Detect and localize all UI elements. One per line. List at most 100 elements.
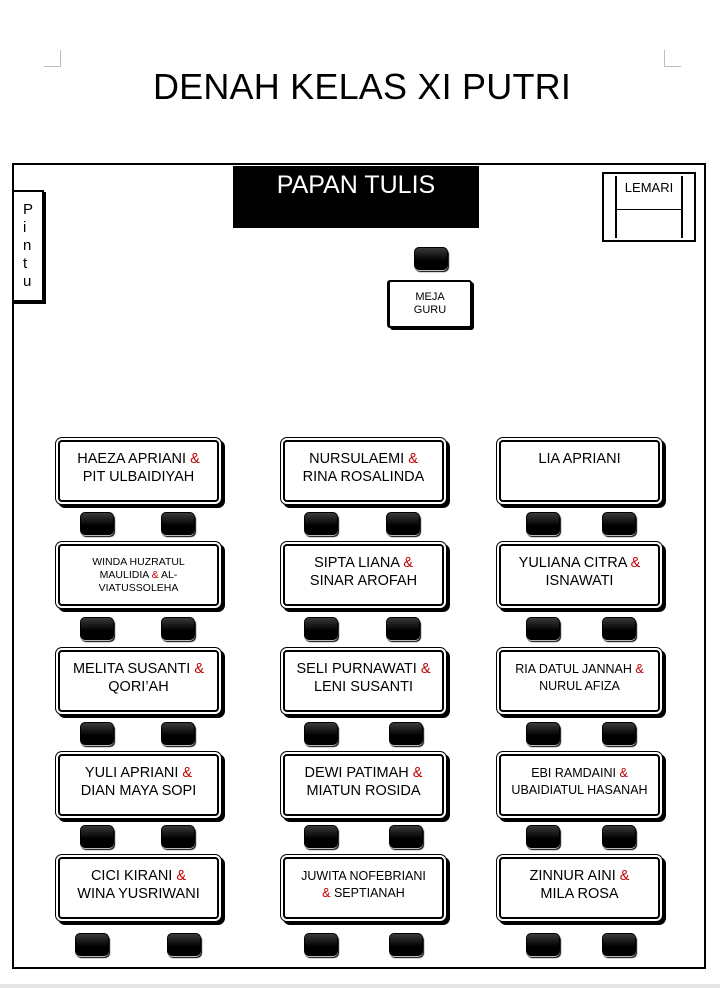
student-name-line: WINA YUSRIWANI: [77, 886, 200, 902]
student-name-line: VIATUSSOLEHA: [98, 582, 179, 594]
student-name-line: WINDA HUZRATUL: [92, 556, 185, 568]
student-chair: [167, 933, 201, 956]
student-desk: YULIANA CITRA &ISNAWATI: [499, 544, 660, 606]
student-names: EBI RAMDAINI &UBAIDIATUL HASANAH: [505, 765, 654, 799]
student-name-line: MELITA SUSANTI &: [72, 661, 205, 677]
student-chair: [602, 933, 636, 956]
door-label-letter: n: [22, 237, 32, 254]
student-chair: [602, 512, 636, 535]
cupboard-frame: [615, 176, 683, 238]
ampersand: &: [194, 661, 205, 677]
student-name-line: & SEPTIANAH: [322, 886, 405, 900]
student-chair: [304, 933, 338, 956]
student-chair: [304, 722, 338, 745]
student-name-line: YULIANA CITRA &: [518, 555, 641, 571]
student-name-line: RINA ROSALINDA: [302, 469, 425, 485]
student-name-line: QORI’AH: [108, 679, 169, 695]
student-chair: [80, 512, 114, 535]
page-corner-mark-left: [44, 50, 61, 67]
student-name-line: DIAN MAYA SOPI: [80, 783, 197, 799]
student-name-line: JUWITA NOFEBRIANI: [301, 869, 426, 883]
student-name-line: MIATUN ROSIDA: [306, 783, 421, 799]
student-desk: RIA DATUL JANNAH & NURUL AFIZA: [499, 650, 660, 712]
page-edge: [0, 984, 720, 988]
teacher-desk-label-line-1: MEJA: [415, 291, 445, 303]
student-chair: [386, 512, 420, 535]
student-chair: [161, 825, 195, 848]
ampersand: &: [420, 661, 431, 677]
page-corner-mark-right: [664, 50, 681, 67]
student-chair: [80, 617, 114, 640]
student-chair: [526, 617, 560, 640]
student-chair: [526, 512, 560, 535]
student-name-line: LENI SUSANTI: [313, 679, 414, 695]
student-names: YULI APRIANI &DIAN MAYA SOPI: [64, 764, 213, 800]
student-name-line: MAULIDIA & AL-: [99, 569, 178, 581]
student-name-line: DEWI PATIMAH &: [304, 765, 423, 781]
student-desk: LIA APRIANI: [499, 440, 660, 502]
student-chair: [304, 617, 338, 640]
student-chair: [389, 722, 423, 745]
student-chair: [304, 825, 338, 848]
student-desk: YULI APRIANI &DIAN MAYA SOPI: [58, 754, 219, 816]
student-name-line: SINAR AROFAH: [309, 573, 418, 589]
student-name-line: NURUL AFIZA: [539, 679, 620, 693]
student-name-line: MILA ROSA: [540, 886, 619, 902]
student-name-line: RIA DATUL JANNAH &: [515, 662, 644, 676]
student-chair: [75, 933, 109, 956]
ampersand: &: [182, 765, 193, 781]
student-names: JUWITA NOFEBRIANI & SEPTIANAH: [289, 868, 438, 902]
student-chair: [602, 617, 636, 640]
student-names: HAEZA APRIANI &PIT ULBAIDIYAH: [64, 450, 213, 486]
teacher-desk-label-line-2: GURU: [413, 304, 447, 316]
student-desk: SIPTA LIANA & SINAR AROFAH: [283, 544, 444, 606]
ampersand: &: [176, 868, 187, 884]
student-names: DEWI PATIMAH & MIATUN ROSIDA: [289, 764, 438, 800]
student-name-line: SIPTA LIANA &: [314, 555, 413, 571]
student-desk: JUWITA NOFEBRIANI & SEPTIANAH: [283, 857, 444, 919]
ampersand: &: [322, 886, 331, 900]
classroom-outline: [12, 163, 706, 969]
student-chair: [526, 825, 560, 848]
student-desk: SELI PURNAWATI &LENI SUSANTI: [283, 650, 444, 712]
student-chair: [80, 722, 114, 745]
student-names: ZINNUR AINI & MILA ROSA: [505, 867, 654, 903]
student-name-line: NURSULAEMI &: [309, 451, 418, 467]
door-label-letter: i: [22, 219, 27, 236]
teacher-desk: MEJA GURU: [388, 280, 472, 328]
student-chair: [526, 933, 560, 956]
ampersand: &: [403, 555, 413, 571]
student-chair: [161, 722, 195, 745]
student-desk: NURSULAEMI & RINA ROSALINDA: [283, 440, 444, 502]
student-name-line: EBI RAMDAINI &: [531, 766, 628, 780]
student-names: CICI KIRANI &WINA YUSRIWANI: [64, 867, 213, 903]
student-desk: CICI KIRANI &WINA YUSRIWANI: [58, 857, 219, 919]
student-names: NURSULAEMI & RINA ROSALINDA: [289, 450, 438, 486]
ampersand: &: [190, 451, 200, 467]
student-chair: [386, 617, 420, 640]
student-chair: [602, 722, 636, 745]
student-chair: [161, 512, 195, 535]
door-label-letter: P: [22, 201, 33, 218]
student-desk: HAEZA APRIANI &PIT ULBAIDIYAH: [58, 440, 219, 502]
ampersand: &: [408, 451, 418, 467]
student-names: MELITA SUSANTI & QORI’AH: [64, 660, 213, 696]
ampersand: &: [635, 662, 644, 676]
student-names: SIPTA LIANA & SINAR AROFAH: [289, 554, 438, 590]
student-chair: [526, 722, 560, 745]
student-name-line: LIA APRIANI: [538, 451, 621, 467]
student-chair: [304, 512, 338, 535]
student-desk: EBI RAMDAINI &UBAIDIATUL HASANAH: [499, 754, 660, 816]
student-chair: [80, 825, 114, 848]
student-desk: DEWI PATIMAH & MIATUN ROSIDA: [283, 754, 444, 816]
student-name-line: ZINNUR AINI &: [529, 868, 630, 884]
student-chair: [602, 825, 636, 848]
student-name-line: PIT ULBAIDIYAH: [82, 469, 195, 485]
student-names: SELI PURNAWATI &LENI SUSANTI: [289, 660, 438, 696]
teacher-chair: [414, 247, 448, 270]
ampersand: &: [619, 868, 630, 884]
